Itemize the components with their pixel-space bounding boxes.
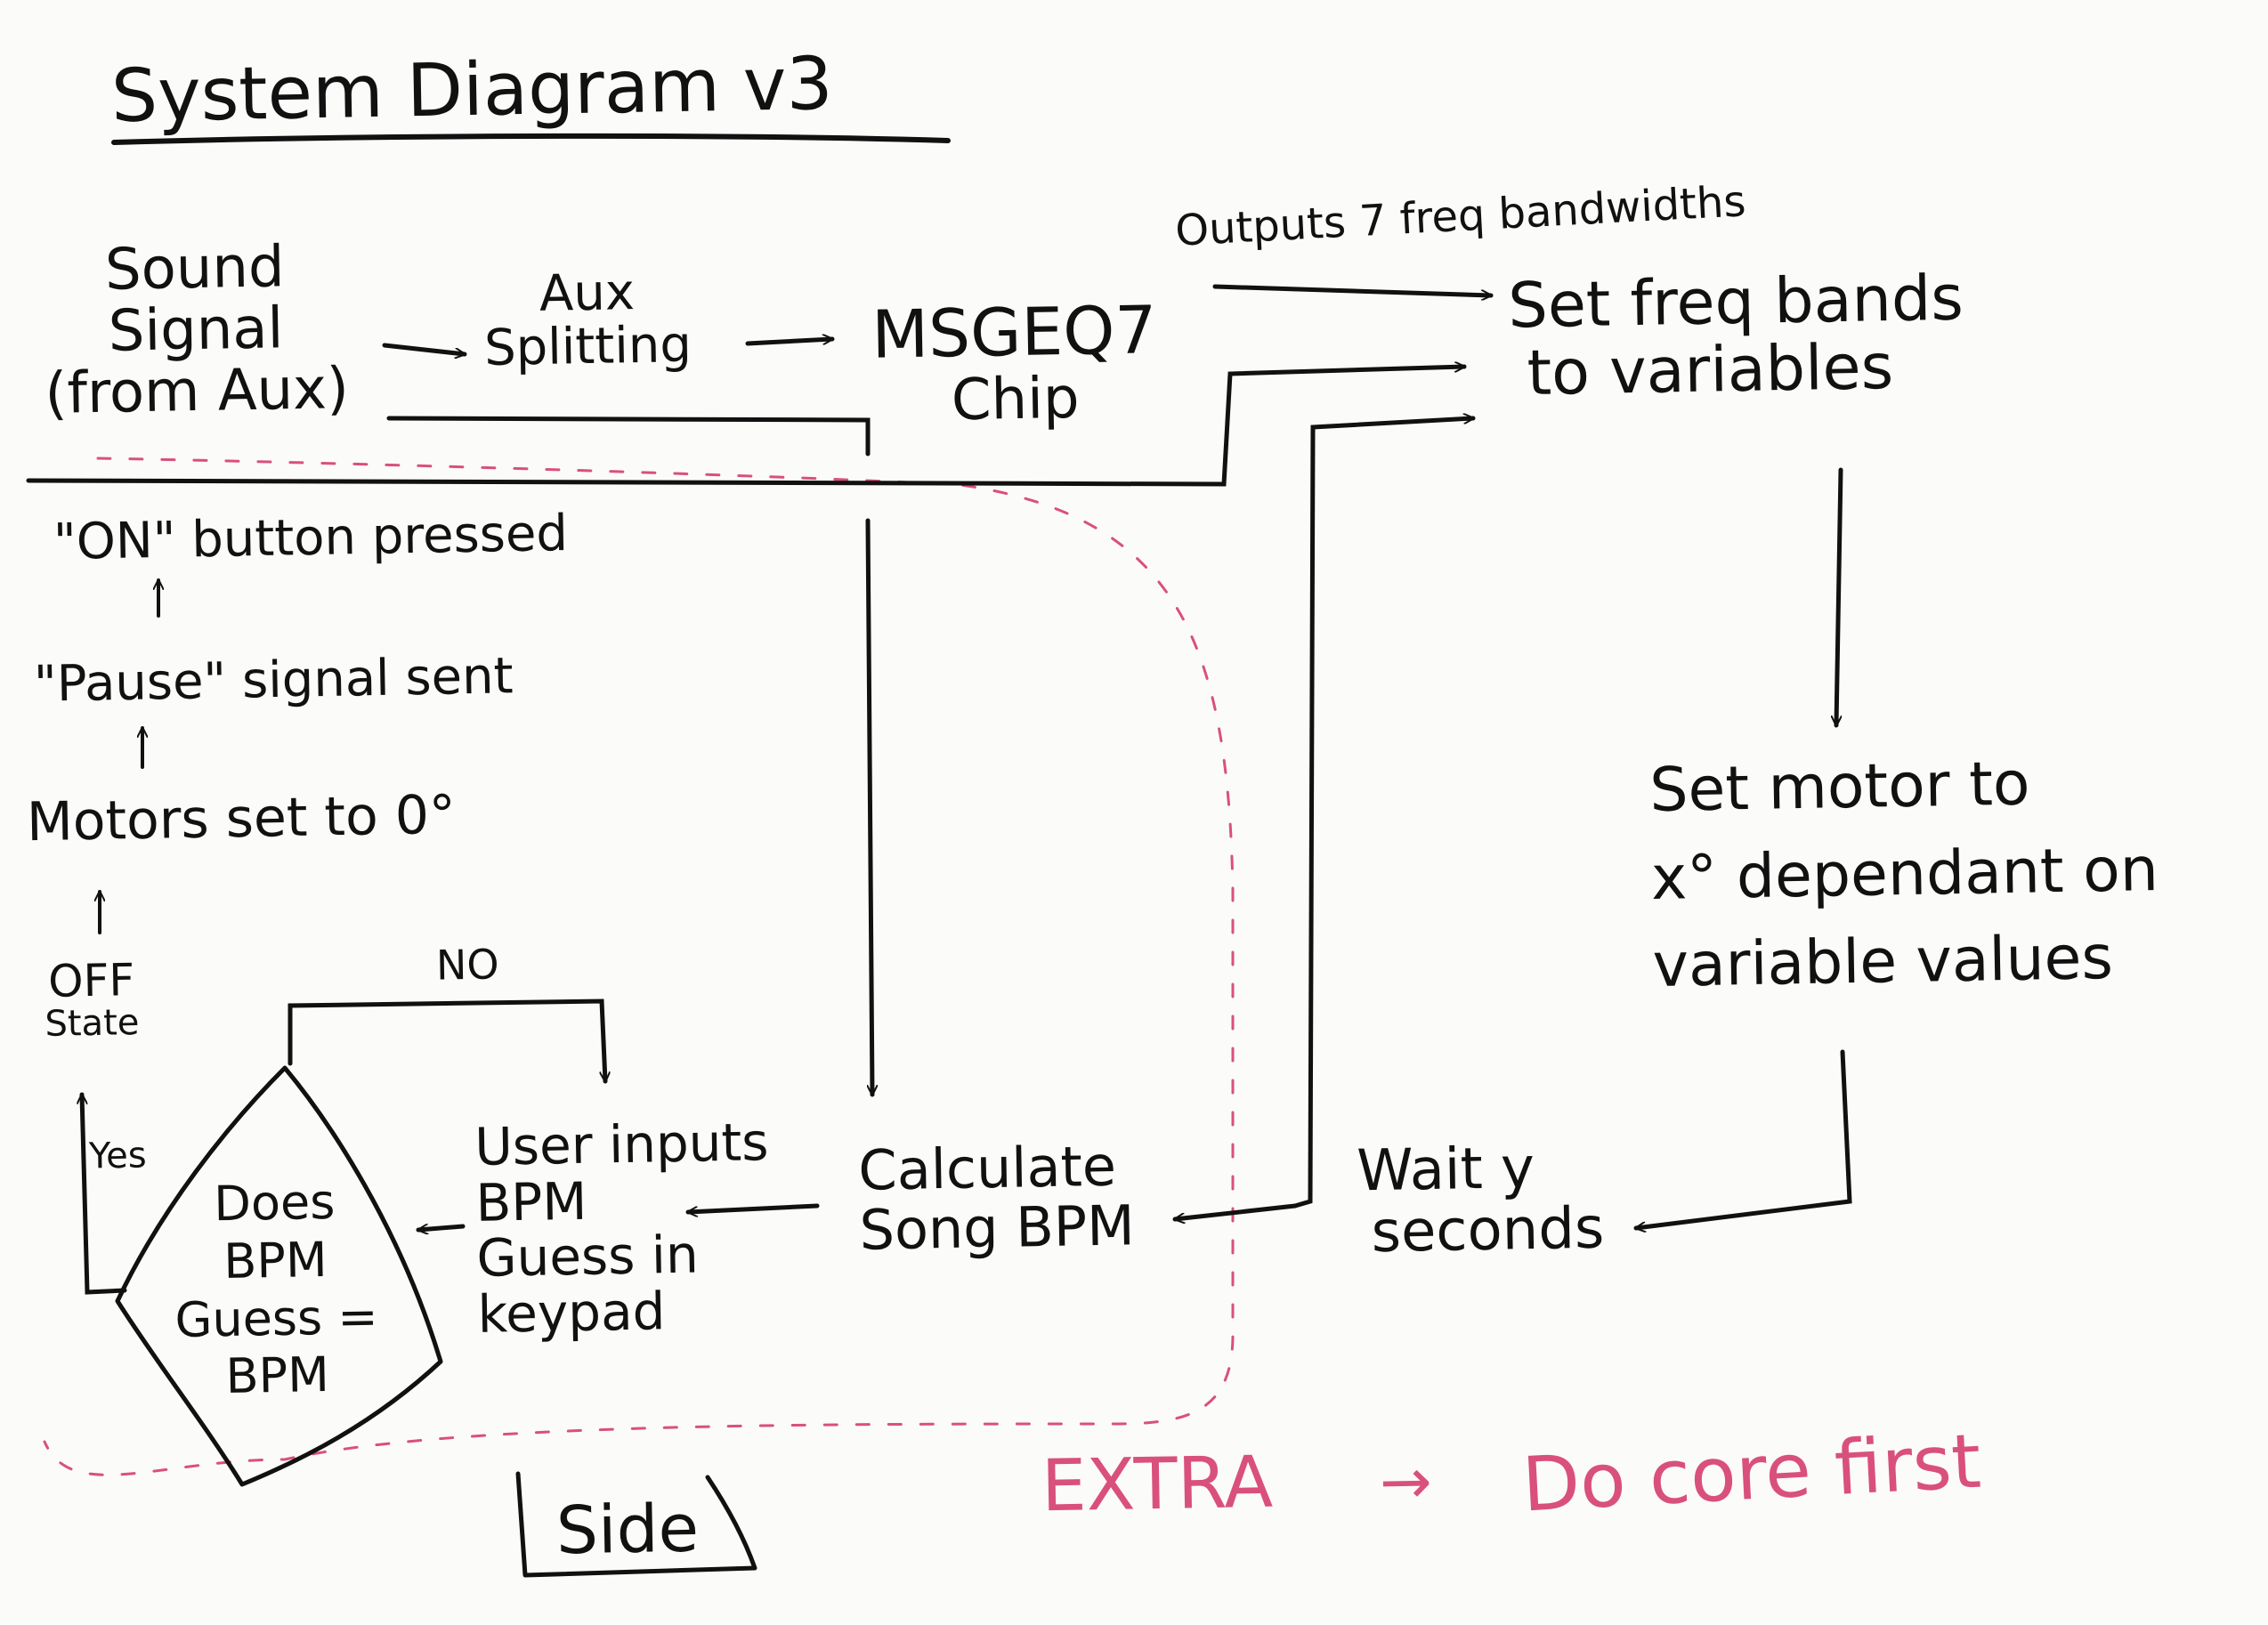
node-sound-signal: Sound Signal (from Aux) <box>25 234 367 428</box>
arrow-decision-yes <box>82 1092 127 1295</box>
arrow-wait-to-calculate <box>1172 1203 1298 1219</box>
branch-line-upper <box>386 416 871 457</box>
node-set-motor-line-1: Set motor to <box>1648 748 2031 826</box>
node-calculate-bpm-line-1: Calculate <box>857 1133 1117 1203</box>
edge-label-yes: Yes <box>88 1135 147 1177</box>
arrow-aux-to-msgeq7 <box>745 339 835 346</box>
node-decision-line-3: Guess = <box>174 1288 379 1348</box>
annotation-arrow: → <box>1379 1444 1433 1519</box>
node-msgeq7-chip: MSGEQ7 Chip <box>845 292 1186 434</box>
node-user-inputs-line-1: User inputs <box>474 1112 769 1177</box>
node-set-motor: Set motor to x° dependant on variable va… <box>1648 739 2160 1011</box>
node-aux-splitting-line-2: Splitting <box>483 316 693 378</box>
decision-diamond <box>115 1065 443 1487</box>
arrow-motor-to-wait <box>1633 1049 1852 1228</box>
node-pause-signal: "Pause" signal sent <box>33 647 514 714</box>
arrow-user-to-decision <box>416 1226 466 1230</box>
node-set-freq-bands-line-1: Set freq bands <box>1507 261 1964 343</box>
node-off-state: OFF State <box>24 954 159 1045</box>
node-user-inputs: User inputs BPM Guess in keypad <box>474 1112 772 1345</box>
node-decision-line-4: BPM <box>225 1346 330 1405</box>
node-calculate-bpm-line-2: Song BPM <box>858 1192 1136 1263</box>
node-off-state-line-1: OFF <box>47 954 135 1007</box>
title-underline <box>111 133 951 145</box>
branch-line-lower <box>26 367 1467 487</box>
node-wait: Wait y seconds <box>1356 1135 1605 1266</box>
node-on-button: "ON" button pressed <box>53 504 569 572</box>
side-boundary <box>43 457 1235 1476</box>
node-user-inputs-line-2: BPM <box>474 1170 587 1233</box>
arrow-setfreq-to-motor <box>1836 467 1843 728</box>
node-set-freq-bands-line-2: to variables <box>1526 329 1894 409</box>
arrow-msgeq7-to-setfreq <box>1212 284 1494 295</box>
arrow-to-calculate <box>865 518 872 1097</box>
node-set-motor-line-3: variable values <box>1652 923 2114 1002</box>
node-sound-signal-line-2: Signal <box>108 295 284 365</box>
node-decision-line-2: BPM <box>223 1231 328 1289</box>
side-label: Side <box>555 1490 700 1570</box>
node-sound-signal-line-3: (from Aux) <box>44 356 350 428</box>
arrow-wait-loop <box>1292 418 1476 1209</box>
node-set-freq-bands: Set freq bands to variables <box>1507 261 1965 409</box>
side-frame <box>515 1471 757 1578</box>
node-sound-signal-line-1: Sound <box>104 234 286 303</box>
node-decision-line-1: Does <box>213 1173 336 1233</box>
node-set-motor-line-2: x° dependant on <box>1650 834 2159 914</box>
node-wait-line-1: Wait y <box>1356 1135 1535 1205</box>
diagram-title: System Diagram v3 <box>110 41 834 140</box>
arrow-decision-no <box>288 998 605 1084</box>
arrow-calculate-to-user <box>685 1203 820 1212</box>
node-aux-splitting: Aux Splitting <box>471 263 704 378</box>
arrow-sound-to-aux <box>382 343 467 354</box>
edge-label-no: NO <box>435 940 500 990</box>
node-aux-splitting-line-1: Aux <box>539 263 636 323</box>
node-decision: Does BPM Guess = BPM <box>150 1173 402 1408</box>
node-user-inputs-line-3: Guess in <box>475 1224 700 1289</box>
node-msgeq7-line-1: MSGEQ7 <box>871 292 1158 374</box>
node-user-inputs-line-4: keypad <box>477 1281 666 1345</box>
node-wait-line-2: seconds <box>1370 1195 1605 1266</box>
node-msgeq7-line-2: Chip <box>951 365 1081 434</box>
node-calculate-bpm: Calculate Song BPM <box>857 1133 1136 1263</box>
node-off-state-line-2: State <box>45 1002 140 1045</box>
node-motors-zero: Motors set to 0° <box>26 783 457 854</box>
annotation-extra: EXTRA <box>1041 1440 1274 1528</box>
